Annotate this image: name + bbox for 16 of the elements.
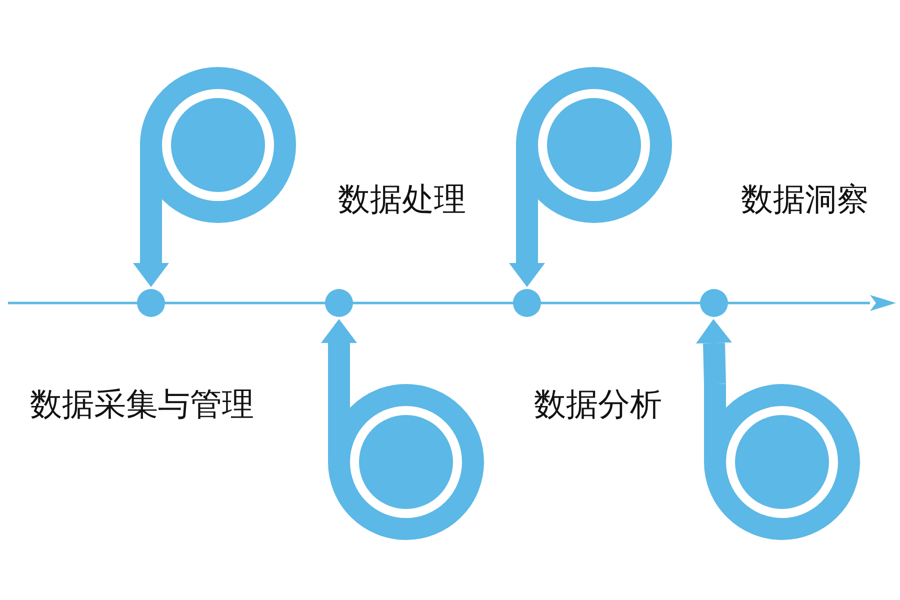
arrow	[509, 223, 545, 287]
letter-p-drawing	[516, 67, 672, 223]
stage-label: 数据洞察	[741, 179, 869, 220]
letter-b-drawing	[328, 384, 484, 540]
arrow	[696, 319, 732, 384]
timeline-dot	[137, 289, 165, 317]
letter-p-drawing	[140, 67, 296, 223]
timeline-dot	[700, 289, 728, 317]
arrow	[321, 319, 357, 384]
stage-label: 数据处理	[338, 179, 466, 220]
arrow	[133, 223, 169, 287]
letter-b-drawing	[704, 384, 860, 540]
timeline-dot	[325, 289, 353, 317]
timeline-dot	[513, 289, 541, 317]
stage-label: 数据采集与管理	[30, 384, 254, 425]
stage-label: 数据分析	[534, 384, 662, 425]
